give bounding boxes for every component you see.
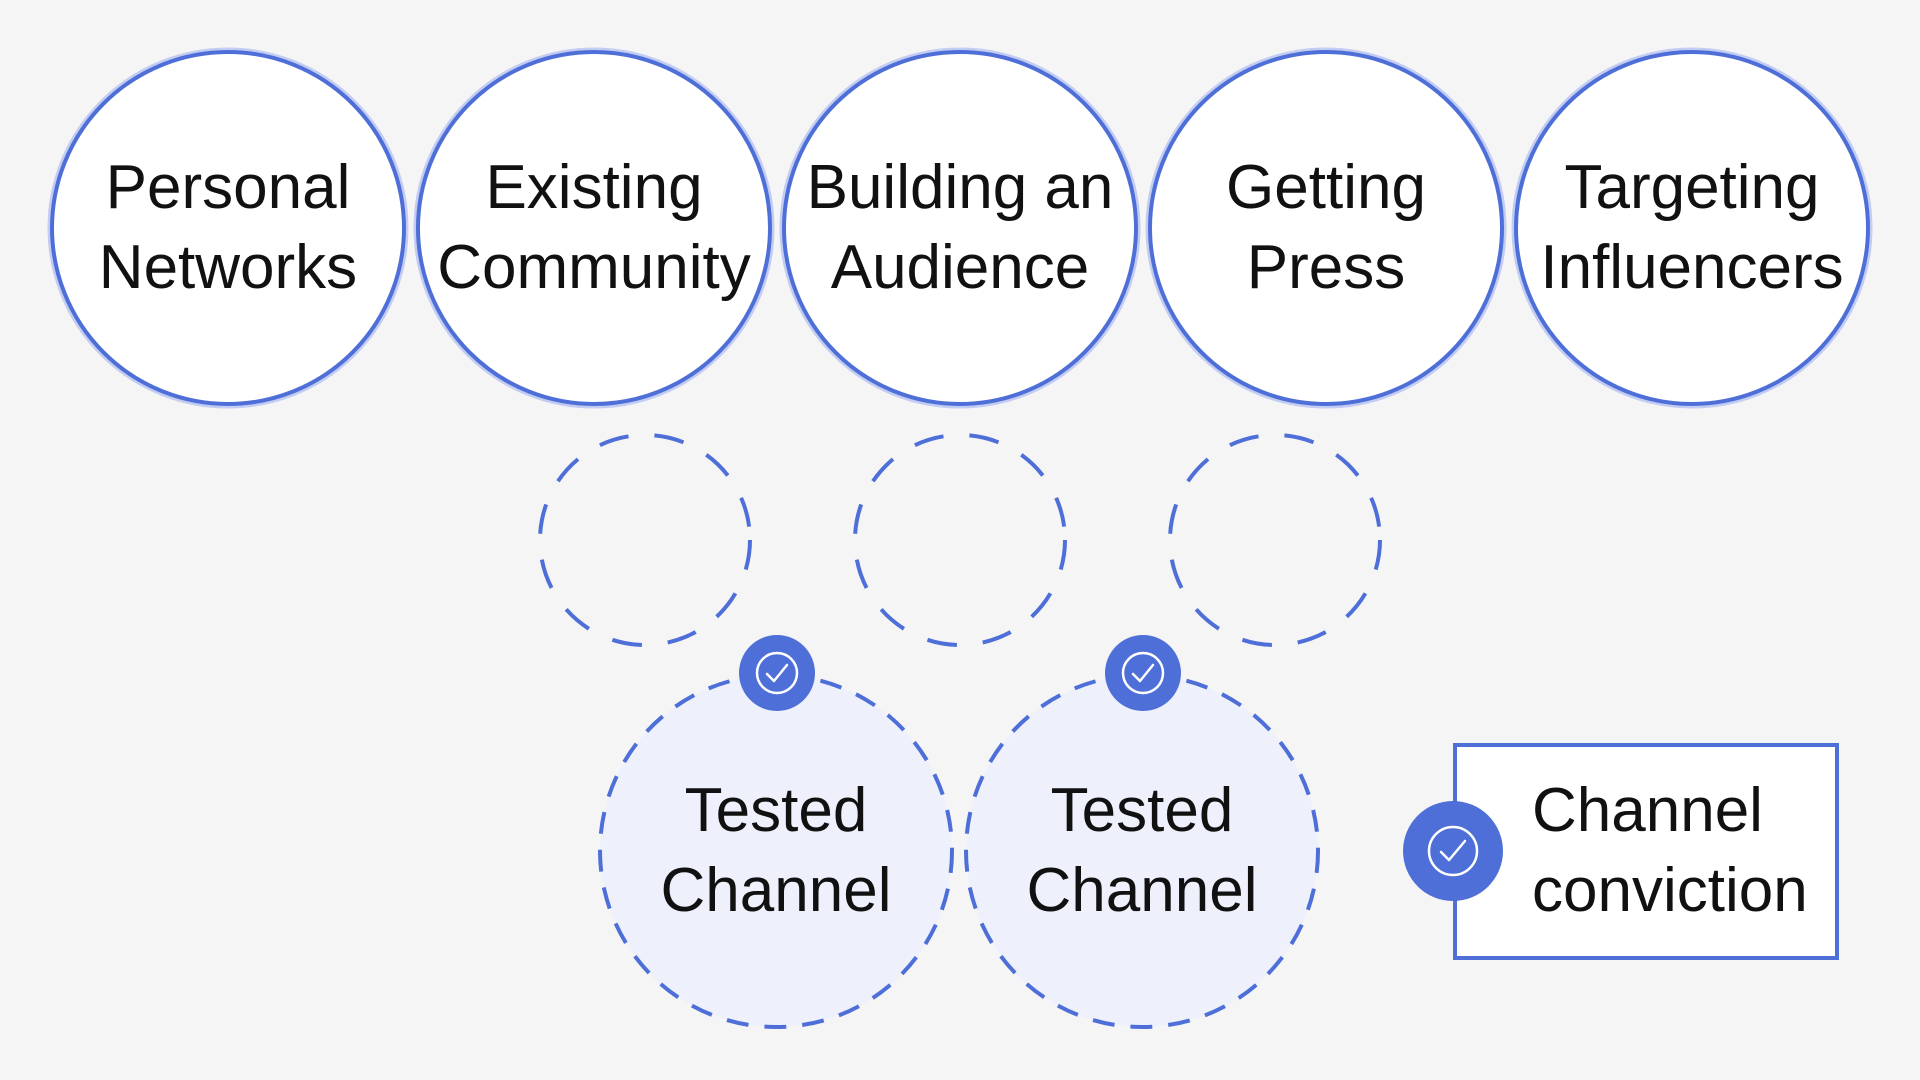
channel-label-line1: Building an xyxy=(807,153,1114,222)
placeholder-circle xyxy=(1168,433,1382,647)
channel-circle-getting-press: Getting Press xyxy=(1145,47,1507,409)
channel-label-line1: Getting xyxy=(1226,153,1426,222)
channel-label-line2: Audience xyxy=(831,233,1090,302)
channel-label-line1: Existing xyxy=(485,153,702,222)
conviction-label-line1: Channel xyxy=(1532,776,1763,845)
placeholder-circle xyxy=(853,433,1067,647)
check-icon xyxy=(739,635,815,711)
placeholder-circle xyxy=(538,433,752,647)
tested-label-line1: Tested xyxy=(1051,776,1234,845)
check-icon xyxy=(1105,635,1181,711)
channel-circle-personal-networks: Personal Networks xyxy=(47,47,409,409)
tested-label-line2: Channel xyxy=(1027,856,1258,925)
conviction-label-line2: conviction xyxy=(1532,856,1808,925)
channel-conviction-box: Channel conviction xyxy=(1403,743,1839,960)
channel-label-line2: Community xyxy=(437,233,751,302)
channel-label-line1: Targeting xyxy=(1564,153,1819,222)
channel-label-line2: Press xyxy=(1247,233,1405,302)
channel-label-line2: Influencers xyxy=(1540,233,1843,302)
tested-label-line1: Tested xyxy=(685,776,868,845)
channel-label-line2: Networks xyxy=(99,233,357,302)
tested-channel-1: Tested Channel xyxy=(598,635,954,1029)
check-icon xyxy=(1403,801,1503,901)
channel-circle-building-an-audience: Building an Audience xyxy=(779,47,1141,409)
channel-circle-existing-community: Existing Community xyxy=(413,47,775,409)
tested-label-line2: Channel xyxy=(661,856,892,925)
channel-circle-targeting-influencers: Targeting Influencers xyxy=(1511,47,1873,409)
channel-label-line1: Personal xyxy=(106,153,351,222)
tested-channel-2: Tested Channel xyxy=(964,635,1320,1029)
